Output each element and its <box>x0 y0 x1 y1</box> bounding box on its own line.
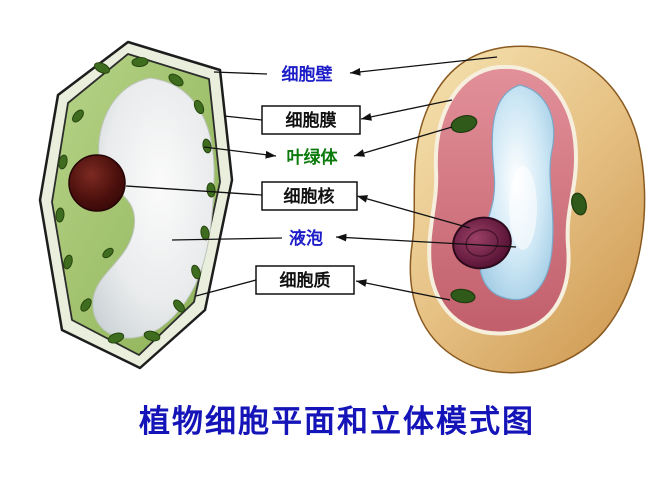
chloroplast <box>206 182 216 198</box>
chloroplast <box>63 254 73 270</box>
line-nucleus-right <box>356 195 471 229</box>
label-chloroplast: 叶绿体 <box>287 147 339 167</box>
chloroplast <box>193 99 205 115</box>
leader-lines <box>125 56 517 301</box>
vacuole-highlight-3d <box>509 166 537 250</box>
chloroplast <box>202 138 212 154</box>
plant-cell-3d <box>409 45 646 374</box>
line-membrane-left <box>223 115 263 121</box>
chloroplast <box>58 154 68 170</box>
label-nucleus-box <box>261 181 358 211</box>
line-nucleus-left <box>125 185 263 196</box>
line-cytoplasm-left <box>195 279 257 297</box>
chloroplast <box>80 298 92 312</box>
diagram-title: 植物细胞平面和立体模式图 <box>139 404 535 439</box>
line-cytoplasm-right <box>355 279 451 301</box>
line-chloroplast-right <box>353 126 453 157</box>
plant-cell-2d <box>38 40 234 370</box>
nucleus-3d <box>452 216 512 270</box>
labels: 细胞壁 细胞膜 叶绿体 细胞核 液泡 细胞质 <box>255 64 361 295</box>
label-cytoplasm-box <box>255 265 355 295</box>
chloroplast <box>168 73 184 87</box>
chloroplast <box>107 332 125 344</box>
chloroplast <box>72 109 84 123</box>
label-vacuole: 液泡 <box>289 228 323 248</box>
label-cell-membrane: 细胞膜 <box>286 110 337 130</box>
chloroplast <box>173 299 185 313</box>
line-vacuole-right <box>335 233 517 248</box>
line-cellwall-left <box>213 71 268 75</box>
label-nucleus: 细胞核 <box>284 186 335 206</box>
line-cellwall-right <box>349 56 498 76</box>
line-membrane-right <box>360 99 453 121</box>
chloroplast <box>55 207 65 223</box>
chloroplasts-2d <box>55 56 216 344</box>
chloroplast <box>131 56 149 68</box>
label-cell-wall: 细胞壁 <box>282 64 333 84</box>
nucleolus-3d <box>465 229 499 257</box>
line-vacuole-left <box>171 237 283 241</box>
label-cell-membrane-box <box>261 105 361 135</box>
nucleus-2d <box>68 154 126 212</box>
chloroplast <box>143 330 161 342</box>
label-cytoplasm: 细胞质 <box>280 270 331 290</box>
chloroplasts-3d <box>450 114 587 304</box>
chloroplast <box>571 192 587 216</box>
chloroplast <box>191 264 201 280</box>
chloroplast <box>102 247 114 259</box>
chloroplast <box>450 288 476 304</box>
line-chloroplast-left <box>203 146 277 159</box>
chloroplast <box>94 62 110 74</box>
